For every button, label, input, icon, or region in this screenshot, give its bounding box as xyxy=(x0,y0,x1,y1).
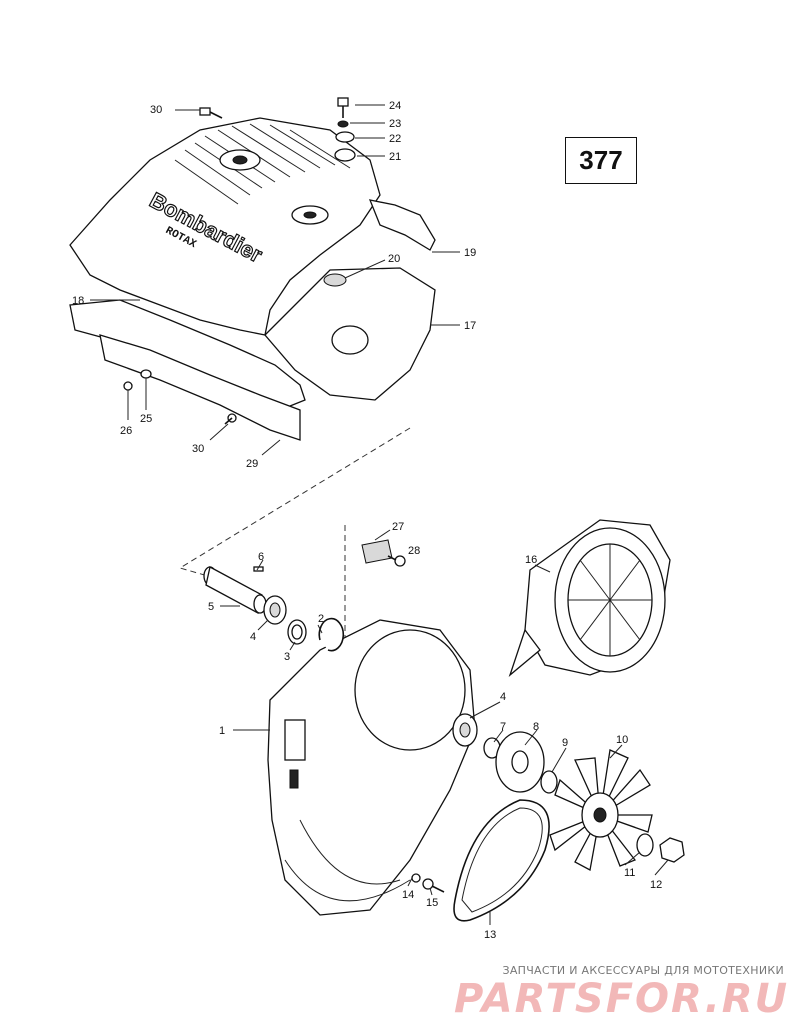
housing-slot-dark xyxy=(289,769,299,789)
callout-15: 15 xyxy=(426,897,438,909)
callout-2: 2 xyxy=(318,613,324,625)
callout-8: 8 xyxy=(533,721,539,733)
callout-29: 29 xyxy=(246,458,258,470)
callout-3: 3 xyxy=(284,651,290,663)
clip-part-2 xyxy=(318,617,345,652)
callout-11: 11 xyxy=(624,867,635,879)
cap-hole-left xyxy=(232,155,248,165)
callout-4-bottom: 4 xyxy=(500,691,506,703)
fan-shroud-part-16 xyxy=(508,519,671,677)
screw-part-26 xyxy=(123,381,133,391)
drive-assembly xyxy=(203,519,685,922)
clamp-part-27 xyxy=(361,539,393,564)
belt-part-13 xyxy=(453,799,550,922)
screw-part-30-bottom xyxy=(224,413,237,425)
callout-27: 27 xyxy=(392,521,404,533)
housing-slot xyxy=(284,719,306,761)
spacer-part-9 xyxy=(540,770,558,794)
cover-ribs xyxy=(174,123,351,205)
belt-inner xyxy=(461,807,543,913)
screw-part-30-top xyxy=(199,107,223,119)
callout-30-top: 30 xyxy=(150,104,162,116)
watermark-caption: ЗАПЧАСТИ И АКСЕССУАРЫ ДЛЯ МОТОТЕХНИКИ xyxy=(502,964,784,977)
washer-part-23 xyxy=(337,120,349,128)
callout-9: 9 xyxy=(562,737,568,749)
callout-17: 17 xyxy=(464,320,476,332)
callout-6: 6 xyxy=(258,551,264,563)
washer-part-25 xyxy=(140,369,152,379)
callout-16: 16 xyxy=(525,554,537,566)
callout-25: 25 xyxy=(140,413,152,425)
callout-7: 7 xyxy=(500,721,506,733)
callout-22: 22 xyxy=(389,133,401,145)
washer-part-11 xyxy=(636,833,654,857)
callout-23: 23 xyxy=(389,118,401,130)
housing-rim-outer xyxy=(284,859,411,902)
callout-10: 10 xyxy=(616,734,628,746)
shaft-part-5 xyxy=(203,566,267,614)
callout-5: 5 xyxy=(208,601,214,613)
shroud-oval xyxy=(331,325,369,355)
page-number: 377 xyxy=(579,145,623,175)
washer-part-21 xyxy=(334,148,356,162)
page-number-box: 377 xyxy=(565,137,637,184)
callout-1: 1 xyxy=(219,725,225,737)
bearing-part-4-bottom xyxy=(452,713,478,747)
washer-part-14 xyxy=(411,873,421,883)
screw-part-15 xyxy=(422,878,445,893)
callout-14: 14 xyxy=(402,889,414,901)
watermark-logo: PARTSFOR.RU xyxy=(454,976,790,1022)
ring-part-3 xyxy=(287,619,307,645)
screw-part-28 xyxy=(387,555,406,567)
callout-4-top: 4 xyxy=(250,631,256,643)
bearing-part-4-top xyxy=(263,595,287,625)
fan-part-10 xyxy=(549,749,653,871)
callout-18: 18 xyxy=(72,295,84,307)
callout-20: 20 xyxy=(388,253,400,265)
callout-21: 21 xyxy=(389,151,401,163)
callout-12: 12 xyxy=(650,879,662,891)
callout-24: 24 xyxy=(389,100,401,112)
engine-cover-assembly: Bombardier ROTAX xyxy=(69,97,436,441)
housing-opening xyxy=(354,629,466,751)
cap-hole-right xyxy=(303,211,317,219)
grommet-part-20 xyxy=(323,273,347,287)
screw-part-24 xyxy=(337,97,349,118)
nut-part-12 xyxy=(659,837,685,863)
pulley-part-8 xyxy=(495,731,545,793)
callout-13: 13 xyxy=(484,929,496,941)
rear-bracket-part-19 xyxy=(368,199,436,251)
callout-labels: 24 23 22 21 30 19 20 17 18 26 25 30 29 2… xyxy=(72,100,662,941)
washer-part-22 xyxy=(335,131,355,143)
callout-19: 19 xyxy=(464,247,476,259)
housing-rim xyxy=(299,819,401,885)
top-cover xyxy=(69,117,381,336)
watermark: ЗАПЧАСТИ И АКСЕССУАРЫ ДЛЯ МОТОТЕХНИКИ PA… xyxy=(454,964,790,1022)
callout-30-bottom: 30 xyxy=(192,443,204,455)
callout-28: 28 xyxy=(408,545,420,557)
callout-26: 26 xyxy=(120,425,132,437)
leader-lines xyxy=(90,104,669,925)
